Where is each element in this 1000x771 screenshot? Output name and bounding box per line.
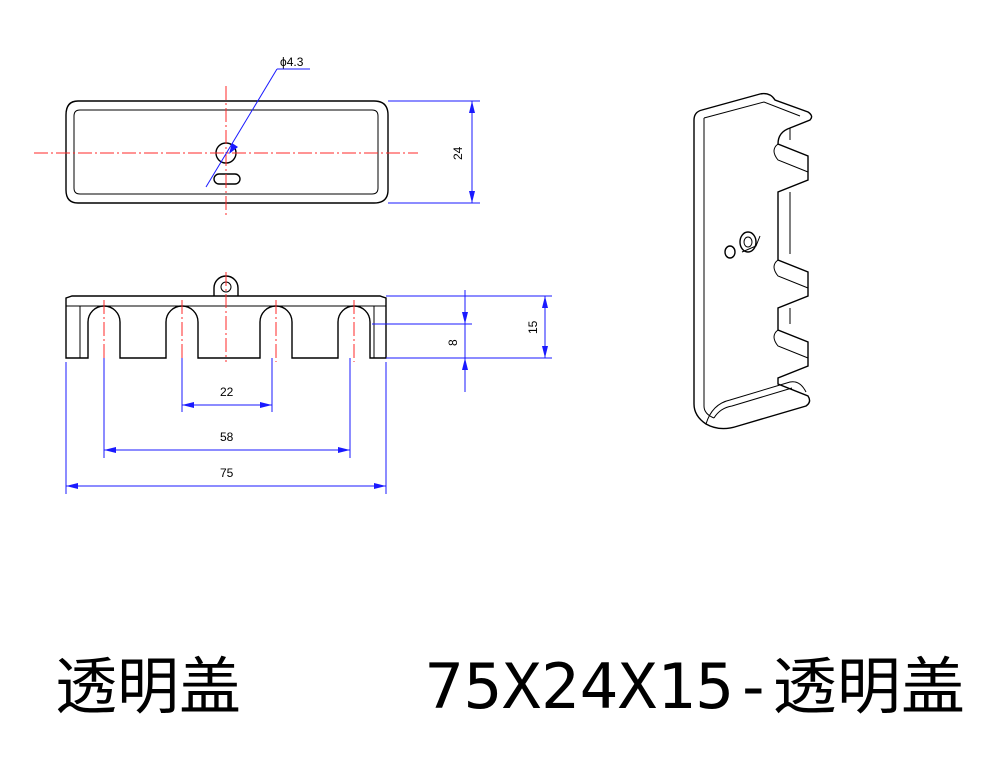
iso-hinge-inner	[743, 236, 753, 248]
slot-depth-label: 8	[446, 339, 460, 346]
iso-hinge-base	[741, 235, 761, 253]
width-label: 24	[451, 146, 465, 160]
iso-notch-3	[773, 329, 809, 359]
length-arrow-right	[374, 483, 386, 489]
hinge-slot	[213, 173, 241, 185]
iso-hinge-outer	[739, 231, 757, 253]
top-view-outer-outline	[65, 100, 389, 204]
length-arrow-left	[66, 483, 78, 489]
pitch-arrow-left	[182, 402, 194, 408]
title-left: 透明盖	[55, 650, 241, 723]
width-arrow-bottom	[469, 191, 475, 203]
span-label: 58	[220, 430, 234, 444]
height-arrow-bottom	[542, 346, 548, 358]
iso-notch-2	[773, 259, 809, 289]
front-view: 15 8 22 58 75	[65, 272, 552, 494]
height-label: 15	[526, 320, 540, 334]
span-arrow-left	[104, 447, 116, 453]
title-right: 75X24X15-透明盖	[425, 650, 965, 723]
iso-front-lip-inner	[713, 387, 793, 419]
span-arrow-right	[338, 447, 350, 453]
iso-front-lip	[705, 381, 807, 425]
pitch-label: 22	[220, 385, 234, 399]
iso-mounting-hole	[724, 245, 736, 259]
hole-diameter-label: ϕ4.3	[280, 55, 304, 69]
width-arrow-top	[469, 101, 475, 113]
iso-inner-edge	[703, 101, 801, 419]
pitch-arrow-right	[260, 402, 272, 408]
slot-depth-arrow-top	[462, 312, 468, 324]
iso-notch-1	[773, 143, 809, 173]
height-arrow-top	[542, 296, 548, 308]
hole-leader-arrow	[229, 143, 238, 154]
slot-depth-arrow-bottom	[462, 358, 468, 370]
iso-top-face	[693, 92, 813, 430]
top-view-inner-outline	[73, 109, 379, 195]
length-label: 75	[220, 466, 234, 480]
top-view: ϕ4.3 24	[34, 55, 480, 215]
isometric-view	[693, 92, 813, 430]
hole-leader-line	[205, 68, 278, 188]
